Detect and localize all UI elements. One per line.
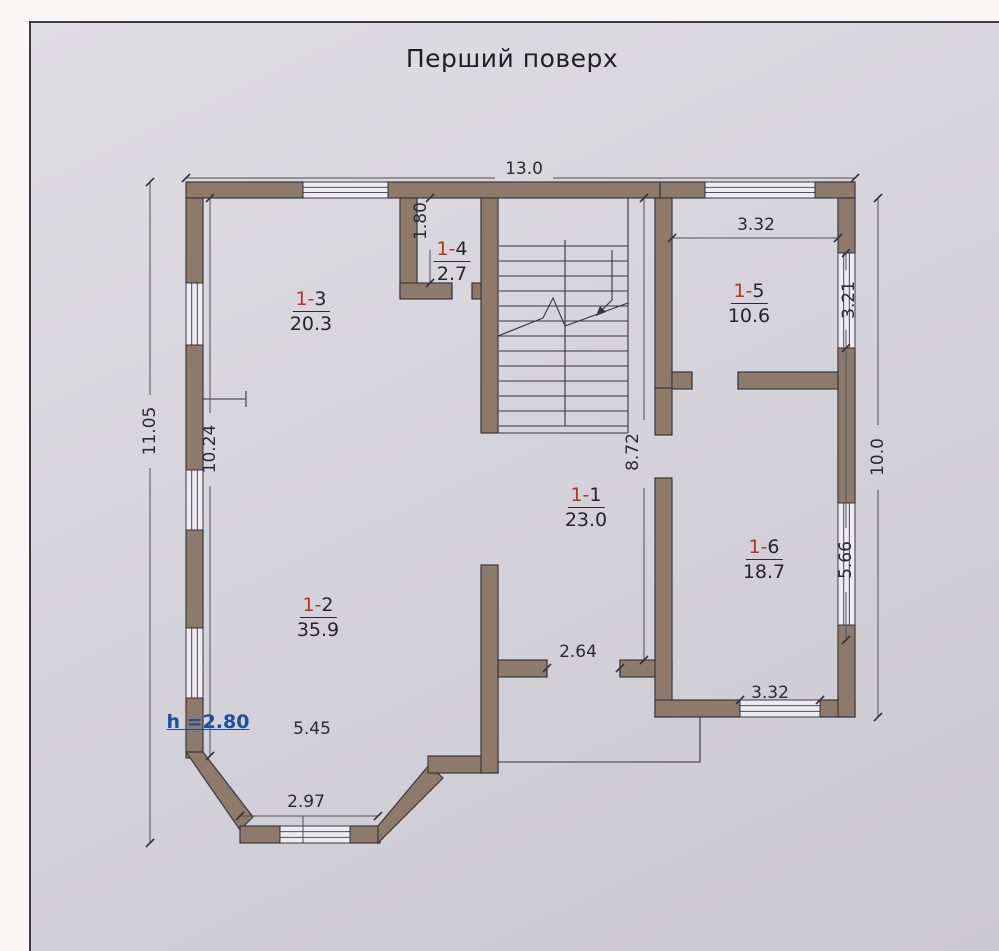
- dim-room5-window: 3.21: [839, 281, 859, 319]
- dim-vestibule: 1.80: [411, 202, 431, 240]
- stair-break-line: [497, 296, 629, 337]
- dim-left-inner: 10.24: [200, 424, 220, 474]
- room-label-1-5: 1-5 10.6: [728, 280, 770, 328]
- room-number-suffix: 5: [752, 280, 765, 302]
- room-number-suffix: 2: [321, 594, 334, 616]
- dim-room2-width: 5.45: [293, 719, 331, 739]
- room-label-1-1: 1-1 23.0: [565, 484, 607, 532]
- ceiling-height-note: h =2.80: [166, 711, 250, 733]
- room-number-suffix: 3: [314, 288, 327, 310]
- page-title: Перший поверх: [405, 44, 619, 73]
- dim-entry-door: 2.64: [559, 642, 597, 662]
- room-area: 35.9: [296, 619, 340, 642]
- windows: [185, 181, 856, 844]
- room-number-suffix: 6: [767, 536, 780, 558]
- room-number: 1-3: [292, 288, 330, 313]
- room-label-1-6: 1-6 18.7: [743, 536, 785, 584]
- room-number-prefix: 1-: [733, 280, 753, 302]
- room-label-1-4: 1-4 2.7: [433, 238, 471, 286]
- dimension-lines: [145, 173, 883, 848]
- room-area: 10.6: [727, 305, 771, 328]
- room-number-suffix: 1: [589, 484, 602, 506]
- dim-left-outer: 11.05: [140, 406, 160, 456]
- room-number-prefix: 1-: [302, 594, 322, 616]
- dim-room6-width: 3.32: [751, 683, 789, 703]
- room-number-prefix: 1-: [436, 238, 456, 260]
- dim-room6-window: 5.66: [836, 541, 856, 579]
- room-number: 1-5: [730, 280, 768, 305]
- room-number-prefix: 1-: [295, 288, 315, 310]
- stair-arrow-head: [596, 306, 606, 316]
- room-number-prefix: 1-: [748, 536, 768, 558]
- dim-right-outer: 10.0: [868, 438, 888, 476]
- room-area: 20.3: [289, 313, 333, 336]
- room-number-suffix: 4: [455, 238, 468, 260]
- room-number-prefix: 1-: [570, 484, 590, 506]
- room-label-1-3: 1-3 20.3: [290, 288, 332, 336]
- dim-room5-width: 3.32: [737, 215, 775, 235]
- porch-outline: [498, 717, 701, 763]
- walls: [184, 181, 856, 845]
- dim-hall-depth: 8.72: [623, 433, 643, 471]
- room-number: 1-6: [745, 536, 783, 561]
- room-number: 1-1: [567, 484, 605, 509]
- dim-bay-width: 2.97: [287, 792, 325, 812]
- room-number: 1-2: [299, 594, 337, 619]
- room-area: 18.7: [742, 561, 786, 584]
- staircase: [497, 198, 629, 434]
- room-label-1-2: 1-2 35.9: [297, 594, 339, 642]
- dim-top-width: 13.0: [505, 159, 543, 179]
- room-area: 23.0: [564, 509, 608, 532]
- room-area: 2.7: [436, 263, 468, 286]
- room-number: 1-4: [433, 238, 471, 263]
